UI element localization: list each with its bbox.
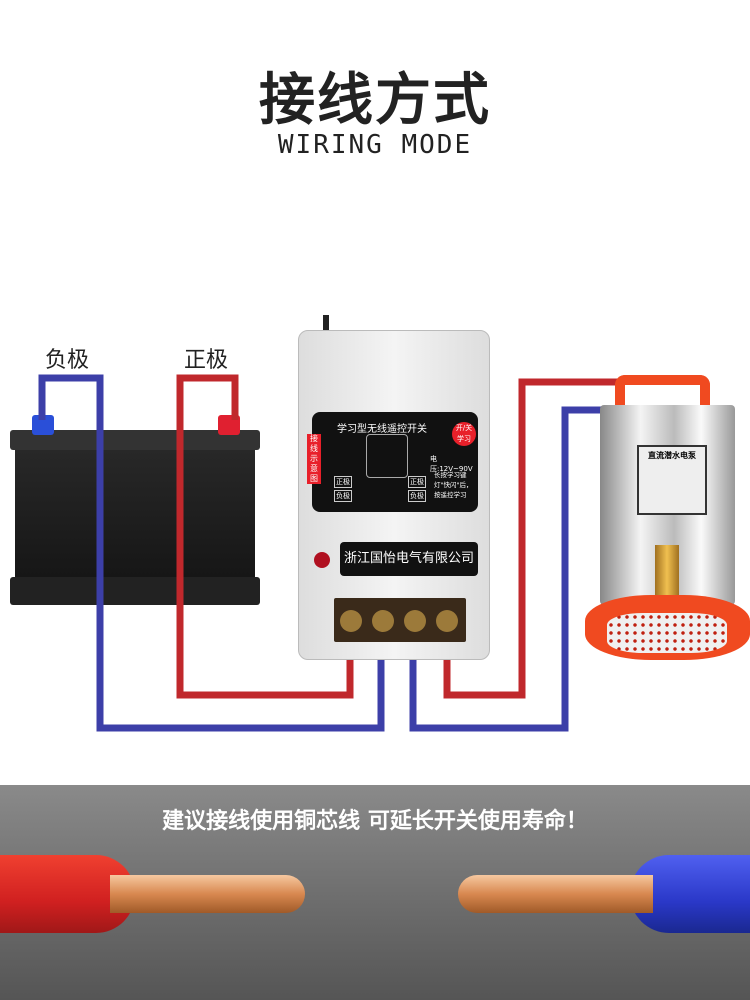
- positive-label: 正极: [184, 348, 229, 373]
- company-label: 浙江国怡电气有限公司: [340, 542, 478, 576]
- pump-nameplate: 直流潜水电泵: [637, 445, 707, 515]
- slogan: 建议接线使用铜芯线 可延长开关使用寿命！: [162, 809, 588, 834]
- learn-button[interactable]: 开/关 学习: [452, 422, 476, 446]
- positive-input-wire: [176, 374, 354, 699]
- battery: [10, 405, 260, 610]
- negative-output-wire: [409, 406, 620, 732]
- control-panel: 学习型无线遥控开关 接线示意图 开/关 学习 电压:12V~90V 正极 负极 …: [307, 412, 478, 512]
- negative-out-label: 负极: [408, 490, 426, 502]
- copper-core-left: [110, 875, 305, 913]
- wiring-tag: 接线示意图: [307, 434, 321, 484]
- positive-out-label: 正极: [408, 476, 426, 488]
- terminal-block: [334, 598, 466, 642]
- wireless-remote-switch: 学习型无线遥控开关 接线示意图 开/关 学习 电压:12V~90V 正极 负极 …: [298, 315, 490, 660]
- dc-submersible-pump: 直流潜水电泵: [585, 375, 750, 660]
- instruction-text: 长按学习键灯"快闪"后，按遥控学习: [434, 471, 473, 499]
- page-subtitle: WIRING MODE: [277, 130, 473, 160]
- indicator-led: [314, 552, 330, 568]
- negative-in-label: 负极: [334, 490, 352, 502]
- positive-in-label: 正极: [334, 476, 352, 488]
- voltage-text: 电压:12V~90V: [430, 455, 473, 473]
- page-title: 接线方式: [259, 68, 491, 133]
- copper-core-right: [458, 875, 653, 913]
- panel-title: 学习型无线遥控开关: [337, 424, 427, 435]
- negative-terminal: [32, 415, 54, 435]
- negative-label: 负极: [45, 348, 90, 373]
- wiring-diagram: [38, 374, 620, 732]
- footer-banner: [0, 785, 750, 1000]
- display-outline: [366, 434, 408, 478]
- positive-output-wire: [443, 378, 620, 699]
- negative-input-wire: [38, 374, 385, 732]
